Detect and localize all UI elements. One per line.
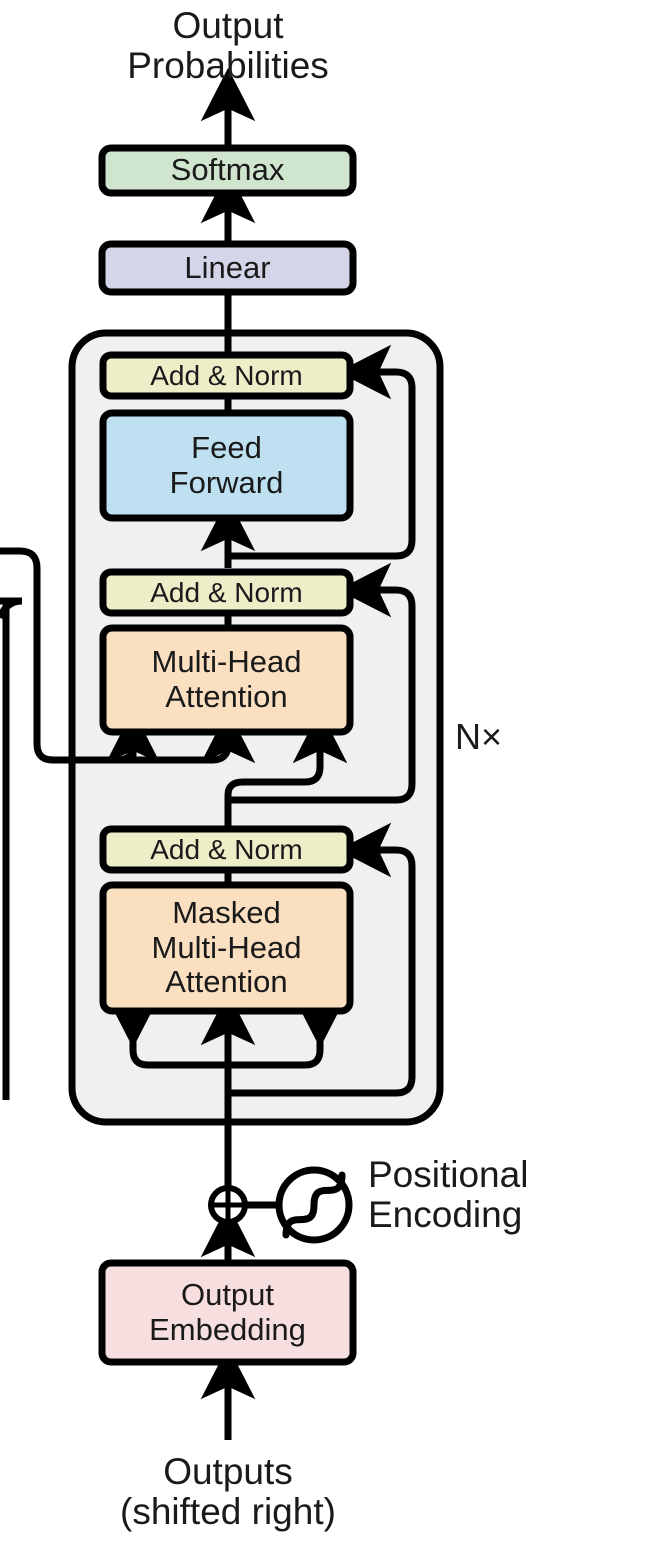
output-embedding-box[interactable] bbox=[98, 1259, 357, 1366]
residual-masked-attention bbox=[228, 822, 416, 1097]
multi-head-attention-box[interactable] bbox=[99, 624, 354, 736]
masked-multi-head-attention-box[interactable] bbox=[99, 881, 354, 1015]
softmax-label: Softmax bbox=[170, 152, 285, 188]
arrow-cross-attn-q bbox=[224, 709, 348, 812]
sine-wave-curve bbox=[282, 1171, 346, 1239]
arrow-masked-attn-k bbox=[105, 994, 228, 1069]
multi-head-attention-label: Multi-Head Attention bbox=[151, 644, 302, 714]
linear-box[interactable] bbox=[98, 240, 357, 296]
add-norm-bottom-box[interactable] bbox=[99, 825, 354, 874]
add-norm-bottom-label: Add & Norm bbox=[150, 833, 303, 865]
add-norm-mid-box[interactable] bbox=[99, 568, 354, 617]
residual-cross-attention bbox=[228, 562, 416, 804]
add-norm-mid-label: Add & Norm bbox=[150, 576, 303, 608]
feed-forward-box[interactable] bbox=[99, 409, 354, 522]
add-norm-top-label: Add & Norm bbox=[150, 359, 303, 391]
masked-multi-head-attention-label: Masked Multi-Head Attention bbox=[151, 894, 302, 1000]
arrow-cross-attn-k-elbow bbox=[117, 744, 137, 764]
residual-feed-forward bbox=[228, 344, 416, 560]
feed-forward-label: Feed Forward bbox=[169, 429, 284, 500]
softmax-box[interactable] bbox=[98, 144, 357, 197]
encoder-memory-line-inner-edge bbox=[0, 597, 23, 620]
add-norm-top-box[interactable] bbox=[99, 351, 354, 400]
arrow-masked-attn-v bbox=[228, 994, 348, 1069]
encoder-memory-line-inner bbox=[0, 597, 10, 1100]
linear-label: Linear bbox=[184, 249, 271, 285]
encoder-memory-line-outer bbox=[0, 547, 256, 764]
output-embedding-label: Output Embedding bbox=[149, 1276, 306, 1347]
